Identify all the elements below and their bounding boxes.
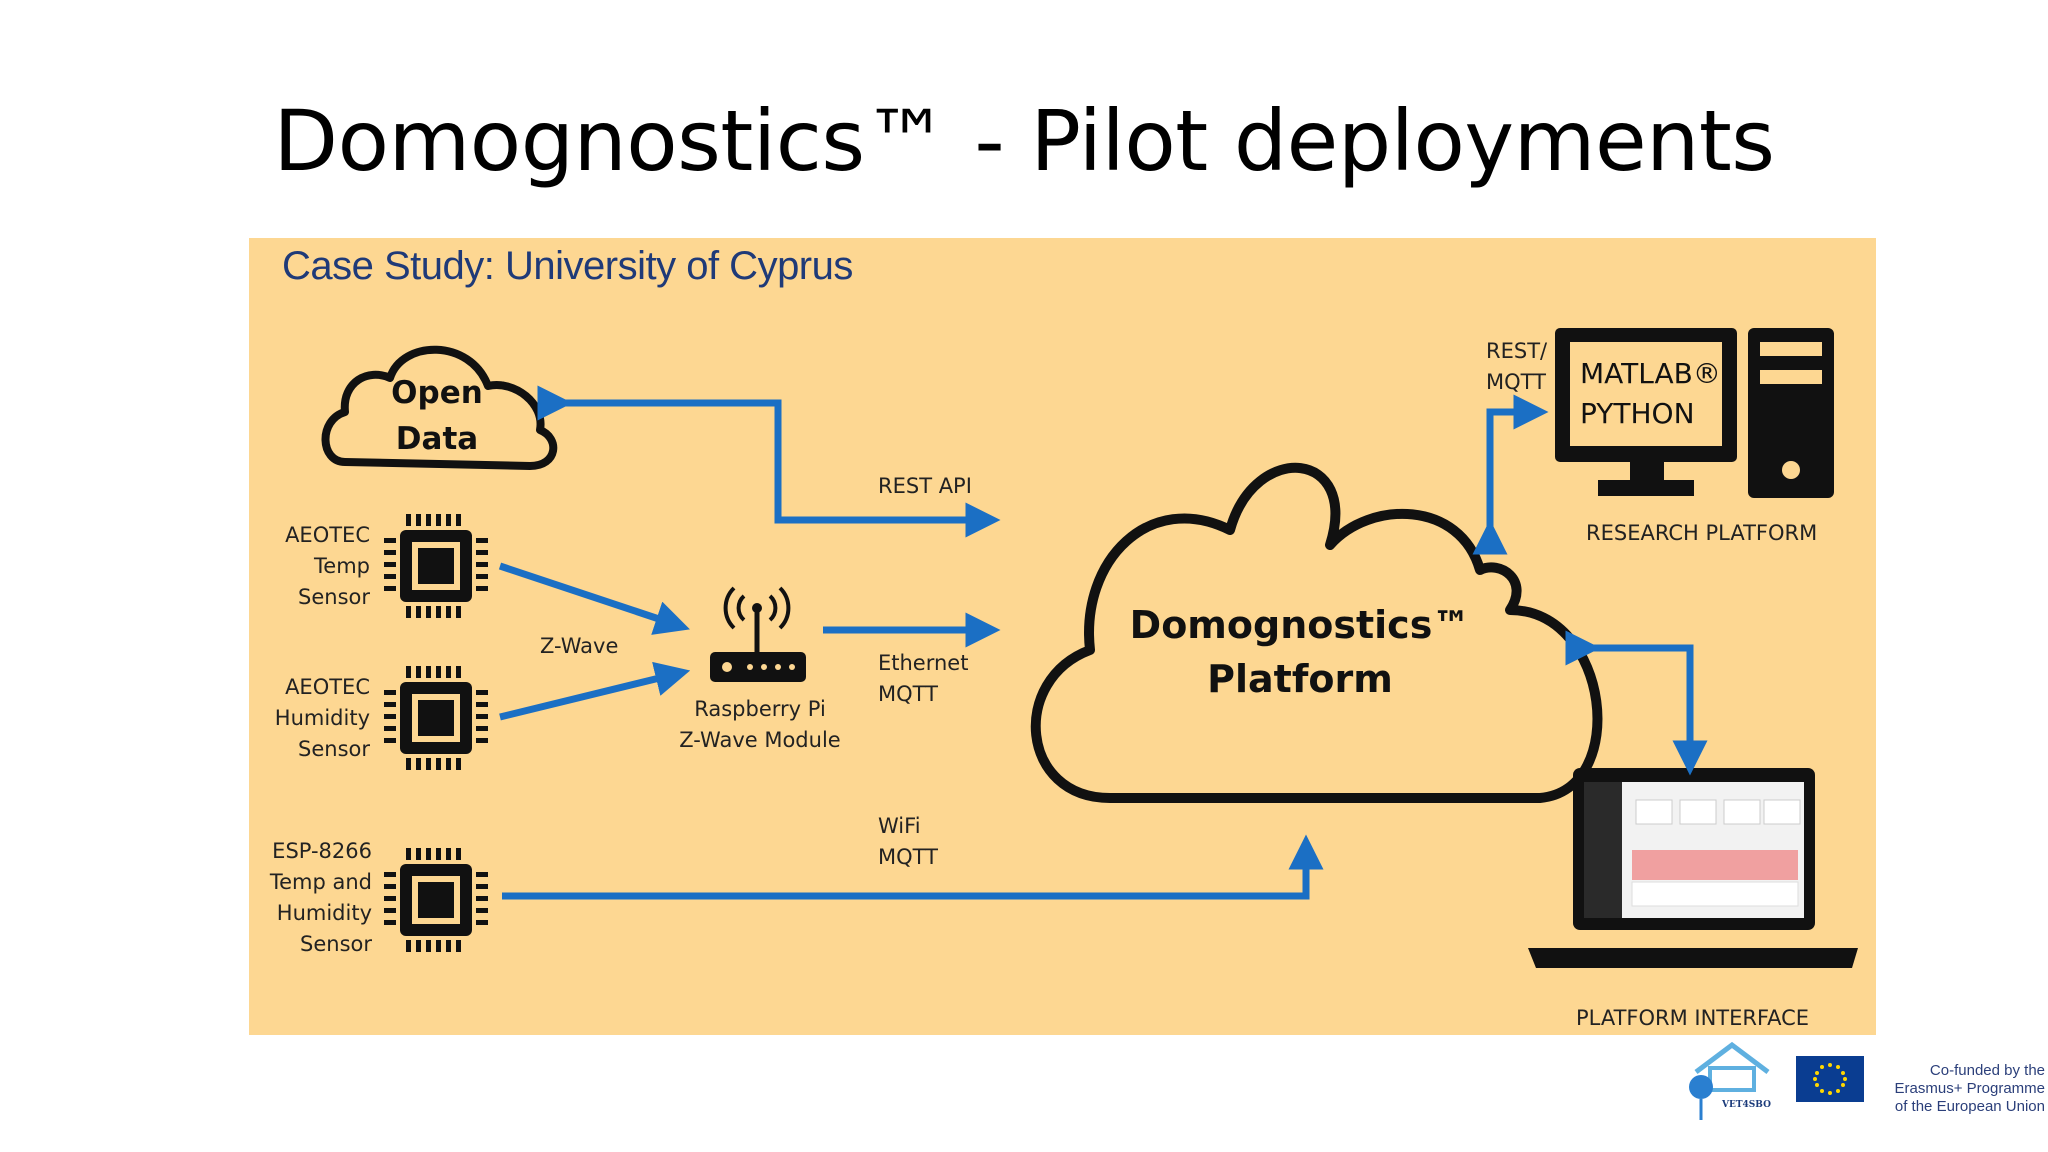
sensor-3-line-3: Humidity xyxy=(276,901,372,925)
monitor-text: MATLAB® PYTHON xyxy=(1580,354,1721,434)
rest-mqtt-arrow xyxy=(1472,394,1549,555)
sensor-3-label: ESP-8266 Temp and Humidity Sensor xyxy=(240,836,372,960)
vet4sbo-logo-text: VET4SBO xyxy=(1722,1100,1771,1110)
sensor-2-line-1: AEOTEC xyxy=(285,675,370,699)
router-icon xyxy=(710,586,806,682)
ethernet-label: Ethernet MQTT xyxy=(878,648,968,710)
rest-mqtt-line-1: REST/ xyxy=(1486,339,1548,363)
aeotec-humidity-to-router-arrow xyxy=(499,661,691,721)
platform-line-1: Domognostics™ xyxy=(1129,603,1471,647)
z-wave-label: Z-Wave xyxy=(540,634,619,658)
sensor-1-line-3: Sensor xyxy=(298,585,370,609)
ethernet-line-2: MQTT xyxy=(878,682,938,706)
laptop-icon xyxy=(1528,768,1858,968)
esp8266-chip-icon xyxy=(384,848,488,952)
rest-api-arrow xyxy=(537,385,1001,538)
wifi-label: WiFi MQTT xyxy=(878,811,938,873)
cofunded-line-2: Erasmus+ Programme xyxy=(1894,1080,2045,1097)
rest-api-label: REST API xyxy=(878,474,972,498)
raspberry-line-1: Raspberry Pi xyxy=(694,697,826,721)
open-data-line-1: Open xyxy=(391,375,483,411)
research-platform-label: RESEARCH PLATFORM xyxy=(1586,521,1818,545)
desktop-computer-icon xyxy=(1555,328,1834,498)
cofunded-line-1: Co-funded by the xyxy=(1929,1062,2045,1079)
ethernet-line-1: Ethernet xyxy=(878,651,969,675)
aeotec-temp-to-router-arrow xyxy=(498,562,690,635)
open-data-label: Open Data xyxy=(352,370,522,462)
rest-mqtt-line-2: MQTT xyxy=(1486,370,1546,394)
monitor-line-matlab: MATLAB® xyxy=(1580,357,1721,390)
aeotec-temp-chip-icon xyxy=(384,514,488,618)
aeotec-humidity-chip-icon xyxy=(384,666,488,770)
sensor-2-line-3: Sensor xyxy=(298,737,370,761)
sensor-3-line-1: ESP-8266 xyxy=(272,839,372,863)
cofunded-line-3: of the European Union xyxy=(1894,1098,2045,1115)
platform-interface-arrow xyxy=(1565,630,1708,776)
rest-mqtt-label: REST/ MQTT xyxy=(1486,336,1547,398)
platform-cloud-icon xyxy=(1030,462,1603,803)
sensor-1-line-1: AEOTEC xyxy=(285,523,370,547)
wifi-arrow xyxy=(502,834,1324,900)
platform-line-2: Platform xyxy=(1207,657,1393,701)
monitor-line-python: PYTHON xyxy=(1580,397,1695,430)
raspberry-line-2: Z-Wave Module xyxy=(679,728,841,752)
platform-interface-label: PLATFORM INTERFACE xyxy=(1576,1006,1810,1030)
platform-label: Domognostics™ Platform xyxy=(1110,598,1490,706)
sensor-2-label: AEOTEC Humidity Sensor xyxy=(250,672,370,765)
wifi-line-1: WiFi xyxy=(878,814,921,838)
raspberry-label: Raspberry Pi Z-Wave Module xyxy=(660,694,860,756)
sensor-1-line-2: Temp xyxy=(314,554,370,578)
cofunded-text: Co-funded by the Erasmus+ Programme of t… xyxy=(1885,1062,2045,1116)
case-study-title: Case Study: University of Cyprus xyxy=(282,244,853,288)
slide-title: Domognostics™ - Pilot deployments xyxy=(273,92,1775,190)
sensor-3-line-4: Sensor xyxy=(300,932,372,956)
open-data-line-2: Data xyxy=(395,421,479,457)
vet4sbo-logo xyxy=(1689,1041,1770,1120)
sensor-1-label: AEOTEC Temp Sensor xyxy=(250,520,370,613)
wifi-line-2: MQTT xyxy=(878,845,938,869)
eu-flag-icon xyxy=(1796,1056,1864,1102)
sensor-2-line-2: Humidity xyxy=(274,706,370,730)
sensor-3-line-2: Temp and xyxy=(269,870,372,894)
